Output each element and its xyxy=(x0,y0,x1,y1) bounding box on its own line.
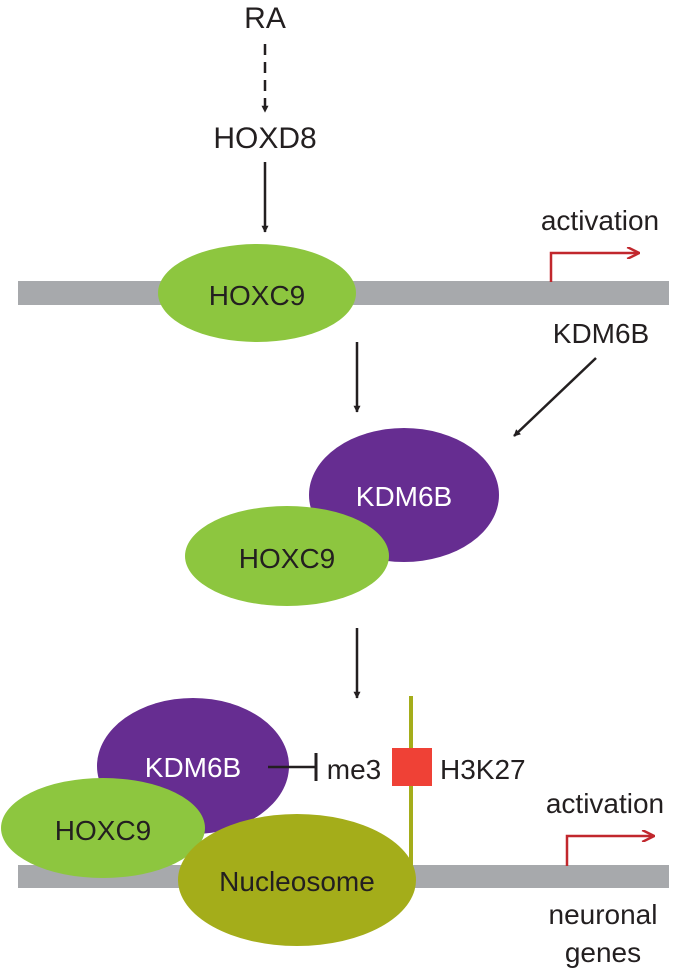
nucleosome-ellipse xyxy=(178,814,416,946)
me3-label: me3 xyxy=(327,754,381,785)
neuronal-label: neuronal xyxy=(549,899,658,930)
hoxc9-ellipse-middle xyxy=(185,506,389,606)
activation-label-bottom: activation xyxy=(546,788,664,819)
nucleosome-label: Nucleosome xyxy=(219,866,375,897)
h3k27-label: H3K27 xyxy=(440,754,526,785)
kdm6b-label-middle: KDM6B xyxy=(356,481,452,512)
hoxc9-ellipse-bottom xyxy=(1,778,205,878)
hoxc9-label-bottom: HOXC9 xyxy=(55,815,151,846)
hoxc9-ellipse-top xyxy=(158,244,356,342)
genes-label: genes xyxy=(565,937,641,968)
kdm6b-label-bottom: KDM6B xyxy=(145,752,241,783)
activation-label-top: activation xyxy=(541,205,659,236)
h3k27-mark xyxy=(392,748,432,786)
activation-arrow-bottom xyxy=(565,836,653,866)
hoxc9-label-middle: HOXC9 xyxy=(239,543,335,574)
kdm6b-recruit-arrow xyxy=(513,357,597,437)
activation-arrow-top xyxy=(549,253,638,282)
hoxc9-label-top: HOXC9 xyxy=(209,280,305,311)
kdm6b-free-label: KDM6B xyxy=(553,318,649,349)
hoxd8-label: HOXD8 xyxy=(213,122,316,155)
ra-label: RA xyxy=(244,2,286,35)
